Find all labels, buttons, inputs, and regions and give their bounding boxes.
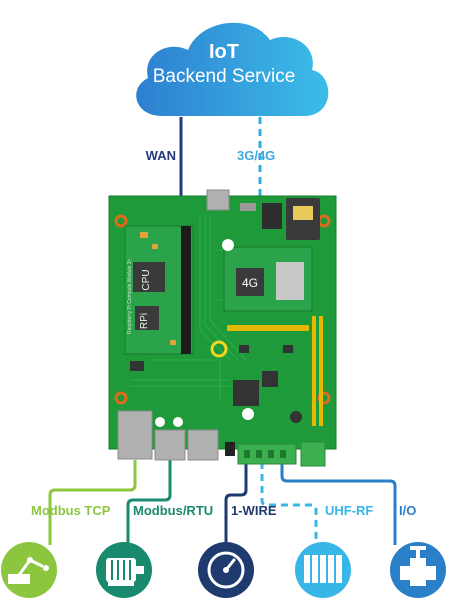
rpi-chip xyxy=(135,306,159,330)
gauge-icon xyxy=(198,542,254,598)
uhf-rf-label: UHF-RF xyxy=(325,503,373,518)
io-label: I/O xyxy=(399,503,416,518)
led-indicator xyxy=(222,239,234,251)
wan-label: WAN xyxy=(146,148,176,163)
rfid-tags-icon xyxy=(295,542,351,598)
rs485-port xyxy=(154,429,186,461)
cloud-title: IoT xyxy=(209,41,239,63)
cloud-backend: IoT Backend Service xyxy=(136,22,329,117)
cellular-label: 3G/4G xyxy=(237,148,275,163)
cpu-label: CPU xyxy=(141,269,152,290)
robot-arm-icon xyxy=(1,542,57,598)
gateway-board: CPU RPi Raspberry Pi Compute Module 3+ 4… xyxy=(108,189,337,467)
one-wire-label: 1-WIRE xyxy=(231,503,277,518)
gpio-header xyxy=(312,316,323,426)
modem-label: 4G xyxy=(242,276,258,290)
modbus-tcp-label: Modbus TCP xyxy=(31,503,111,518)
terminal-block xyxy=(237,443,297,465)
wan-link: WAN xyxy=(146,117,183,196)
power-connector xyxy=(300,441,326,467)
ethernet-port-top xyxy=(206,189,230,211)
valve-icon xyxy=(390,542,446,598)
rpi-label: RPi xyxy=(139,313,150,329)
module-caption: Raspberry Pi Compute Module 3+ xyxy=(127,258,133,334)
modbus-rtu-label: Modbus/RTU xyxy=(133,503,213,518)
ethernet-port-2 xyxy=(187,429,219,461)
ethernet-port-1 xyxy=(117,410,153,460)
motor-icon xyxy=(96,542,152,598)
downlink-lines xyxy=(48,460,397,545)
cellular-link: 3G/4G xyxy=(237,117,275,196)
cpu-chip xyxy=(133,262,165,292)
modem-module: 4G xyxy=(223,246,313,312)
buzzer xyxy=(210,340,228,358)
compute-module: CPU RPi Raspberry Pi Compute Module 3+ xyxy=(124,225,194,355)
cloud-subtitle: Backend Service xyxy=(153,66,296,87)
